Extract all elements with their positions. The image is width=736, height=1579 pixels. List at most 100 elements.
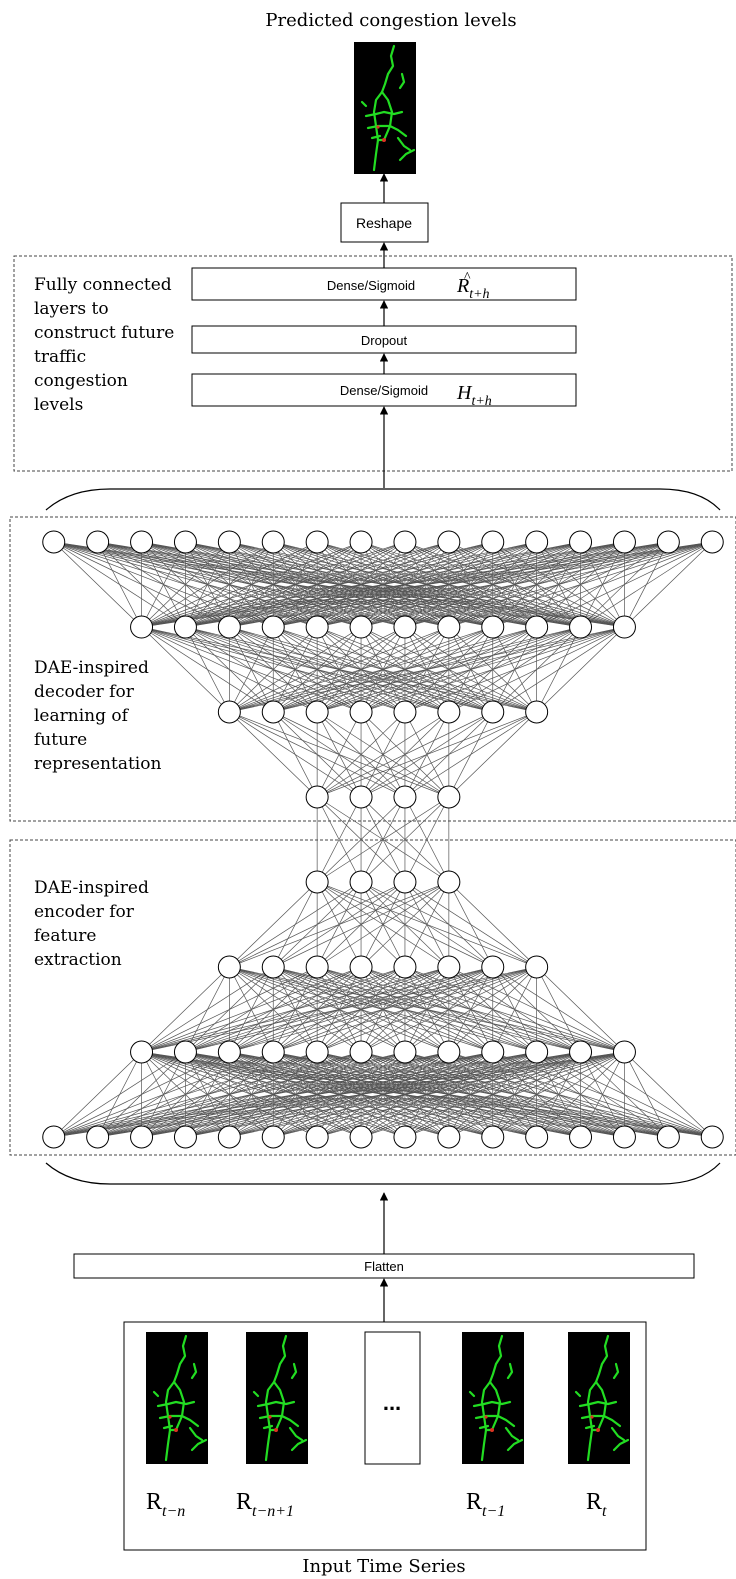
neuron-node	[261, 530, 285, 554]
connection-edge	[492, 541, 713, 628]
neuron-node	[130, 530, 154, 554]
connection-edge	[360, 1051, 625, 1138]
connection-edge	[229, 626, 274, 713]
neuron-node	[130, 1125, 154, 1149]
connection-edge	[317, 1051, 625, 1138]
connection-edge	[317, 626, 625, 713]
connection-edge	[141, 966, 362, 1053]
connection-edge	[141, 541, 581, 628]
neuron-node	[525, 615, 549, 639]
connection-edge	[536, 1051, 625, 1138]
connection-edge	[404, 796, 450, 883]
connection-edge	[53, 1051, 186, 1138]
connection-edge	[580, 541, 713, 628]
neuron-node	[393, 785, 417, 809]
reshape-label: Reshape	[356, 215, 412, 231]
connection-edge	[317, 966, 537, 1053]
connection-edge	[404, 966, 537, 1053]
connection-edge	[273, 881, 450, 968]
connection-edge	[316, 711, 450, 798]
neuron-node	[173, 1125, 197, 1149]
connection-edge	[185, 541, 713, 628]
neuron-node	[569, 1125, 593, 1149]
top-brace	[45, 488, 721, 511]
connection-edge	[404, 626, 625, 713]
neuron-node	[305, 530, 329, 554]
connection-edge	[229, 966, 537, 1053]
connection-edge	[141, 541, 274, 628]
dense-sigmoid-top-label: Dense/Sigmoid	[327, 278, 415, 293]
connection-edge	[317, 711, 537, 798]
neuron-node	[700, 1125, 724, 1149]
neuron-node	[130, 1040, 154, 1064]
neuron-node	[612, 1125, 636, 1149]
neuron-node	[393, 530, 417, 554]
connection-edge	[53, 1051, 406, 1138]
connection-edge	[404, 1051, 625, 1138]
fc-section-box	[13, 255, 733, 472]
neuron-node	[481, 615, 505, 639]
connection-edge	[53, 1051, 274, 1138]
input-title: Input Time Series	[302, 1556, 465, 1577]
neuron-node	[437, 700, 461, 724]
connection-edge	[229, 711, 318, 798]
neuron-node	[349, 615, 373, 639]
connection-edge	[97, 1051, 625, 1138]
connection-edge	[229, 626, 318, 713]
neuron-node	[349, 530, 373, 554]
network-nodes	[42, 530, 724, 1149]
output-title: Predicted congestion levels	[265, 10, 516, 31]
neuron-node	[612, 615, 636, 639]
connection-edge	[448, 966, 537, 1053]
connection-edge	[316, 711, 406, 798]
encoder-section-label: DAE-inspired encoder for feature extract…	[34, 878, 154, 970]
neuron-node	[261, 955, 285, 979]
connection-edge	[53, 1051, 493, 1138]
neuron-node	[569, 615, 593, 639]
neuron-node	[393, 1125, 417, 1149]
neuron-node	[217, 615, 241, 639]
reshape-layer	[340, 202, 429, 243]
flatten-label: Flatten	[364, 1259, 404, 1274]
neuron-node	[86, 1125, 110, 1149]
connection-edge	[185, 1051, 625, 1138]
neuron-node	[42, 530, 66, 554]
neuron-node	[173, 530, 197, 554]
output-congestion-map	[352, 40, 418, 176]
neuron-node	[349, 785, 373, 809]
connection-edge	[492, 626, 625, 713]
connection-edge	[229, 626, 537, 713]
neuron-node	[393, 955, 417, 979]
neuron-node	[261, 615, 285, 639]
neuron-node	[525, 1040, 549, 1064]
connection-edge	[360, 711, 537, 798]
neuron-node	[217, 530, 241, 554]
neuron-node	[217, 700, 241, 724]
input-label-t-minus-1: Rt−1	[466, 1489, 505, 1520]
connection-edge	[53, 1051, 449, 1138]
connection-edge	[229, 1051, 625, 1138]
connection-edge	[229, 541, 713, 628]
connection-edge	[141, 1051, 625, 1138]
connection-edge	[492, 1051, 625, 1138]
neuron-node	[393, 615, 417, 639]
connection-edge	[448, 626, 625, 713]
connection-edge	[141, 541, 625, 628]
neuron-node	[612, 1040, 636, 1064]
dense-sigmoid-bottom-layer	[191, 373, 577, 407]
neuron-node	[217, 1040, 241, 1064]
connection-edge	[316, 796, 450, 883]
neuron-node	[86, 530, 110, 554]
neuron-node	[481, 1040, 505, 1064]
neuron-node	[349, 1125, 373, 1149]
connection-edge	[273, 541, 713, 628]
connection-edge	[229, 881, 318, 968]
connection-edge	[448, 1051, 625, 1138]
connection-edge	[141, 541, 362, 628]
connection-edge	[624, 1051, 669, 1138]
connection-edge	[492, 966, 537, 1053]
connection-edge	[272, 711, 318, 798]
connection-edge	[141, 541, 186, 628]
neuron-node	[305, 615, 329, 639]
